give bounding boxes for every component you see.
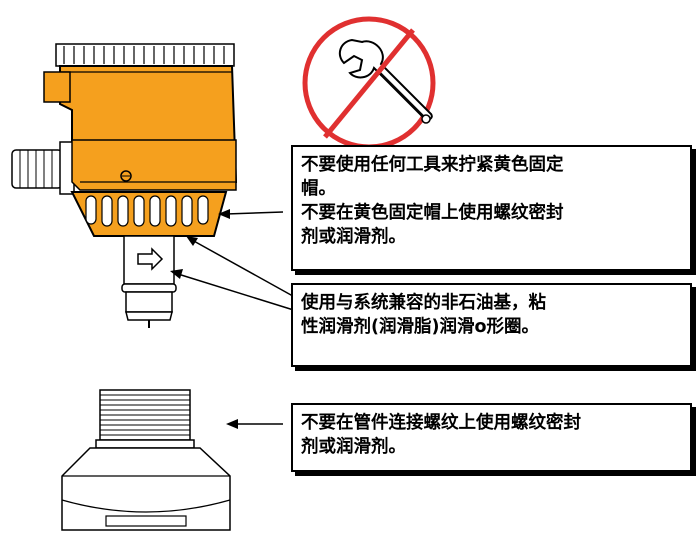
note-fitting-thread: 不要在管件连接螺纹上使用螺纹密封 剂或润滑剂。 <box>291 403 692 472</box>
leader-arrows <box>170 209 301 429</box>
no-wrench-icon <box>302 16 436 150</box>
note-no-tools-line2: 帽。 <box>301 179 336 199</box>
sensor-housing <box>11 43 238 195</box>
housing-top-rib <box>55 43 235 67</box>
note-oring-line2: 性润滑剂(润滑脂)润滑o形圈。 <box>301 317 540 337</box>
pipe-fitting <box>61 389 231 531</box>
note-oring-lubrication: 使用与系统兼容的非石油基，粘 性润滑剂(润滑脂)润滑o形圈。 <box>291 283 692 367</box>
sensor-probe <box>121 235 177 328</box>
arrow-to-cap <box>218 209 284 219</box>
arrow-right-icon <box>137 247 164 271</box>
note-fitting-line2: 剂或润滑剂。 <box>301 437 406 457</box>
note-no-tools-line1: 不要使用任何工具来拧紧黄色固定 <box>301 155 564 175</box>
note-fitting-line1: 不要在管件连接螺纹上使用螺纹密封 <box>301 413 581 433</box>
arrow-to-oring-1 <box>186 236 301 301</box>
arrow-to-oring-2 <box>170 269 301 313</box>
cable-gland <box>11 141 75 195</box>
o-ring <box>121 283 177 293</box>
wrench-icon <box>338 38 433 124</box>
yellow-fixing-cap <box>70 191 228 237</box>
arrow-to-thread <box>226 419 283 429</box>
note-oring-line1: 使用与系统兼容的非石油基，粘 <box>301 293 546 313</box>
housing-side-boss <box>43 71 71 103</box>
note-no-tools-line4: 剂或润滑剂。 <box>301 227 406 247</box>
note-no-tools-line3: 不要在黄色固定帽上使用螺纹密封 <box>301 203 564 223</box>
note-no-tools: 不要使用任何工具来拧紧黄色固定 帽。 不要在黄色固定帽上使用螺纹密封 剂或润滑剂… <box>291 145 692 271</box>
housing-collar <box>71 139 237 191</box>
